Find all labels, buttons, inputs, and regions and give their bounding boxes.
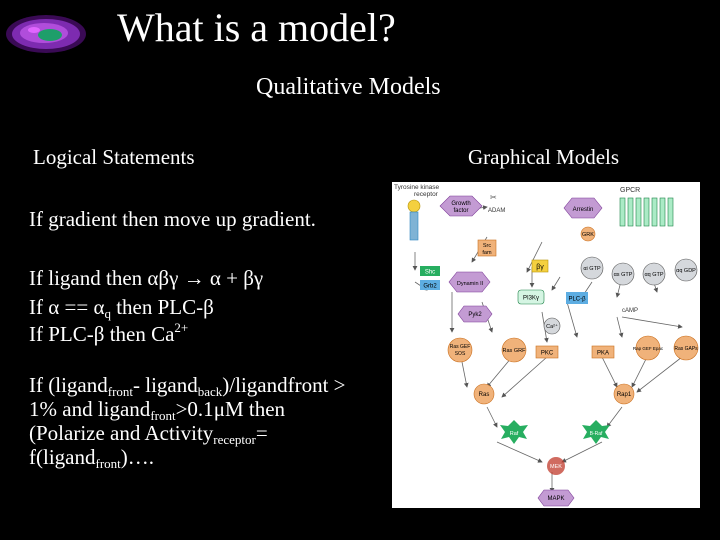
beta-gamma-node: [531, 259, 549, 273]
gpcr-icon: [619, 197, 674, 227]
graphical-models-header: Graphical Models: [468, 145, 620, 169]
mek-node: [547, 457, 565, 475]
ras-grf-node: [501, 337, 527, 363]
arrestin-label: Arrestin: [573, 207, 594, 213]
b-raf-label: B-Raf: [590, 431, 603, 437]
pka-node: [591, 345, 615, 359]
dynamin-node: [448, 271, 491, 293]
pkc-label: PKC: [541, 351, 554, 357]
receptor-tyrosine-kinase-icon: [407, 199, 421, 241]
scissors-icon: ✂: [490, 193, 497, 202]
src-node: [477, 239, 497, 257]
camp-label: cAMP: [622, 308, 638, 314]
pka-label: PKA: [597, 351, 609, 357]
statement-ligand: If ligand then αβγ → α + βγ: [29, 266, 264, 290]
cell-logo-image: [6, 15, 86, 53]
shc-node: [420, 266, 440, 276]
pyk2-node: [457, 305, 493, 323]
dynamin-label: Dynamin II: [457, 281, 484, 287]
raf-node: [500, 420, 528, 444]
mek-label: MEK: [550, 464, 562, 470]
alpha-q-node: [642, 262, 666, 286]
ras-grf-label: Ras GRF: [503, 348, 527, 354]
ras-label: Ras: [479, 392, 490, 398]
pkc-node: [535, 345, 559, 359]
alpha-i-node: [580, 256, 604, 280]
statement-plc: If PLC-β then Ca2+: [29, 320, 189, 346]
ras-gap-label: Ras GAPs: [674, 346, 698, 352]
pi3k-node: [517, 289, 545, 305]
rap1-node: [613, 383, 635, 405]
plc-beta-label: PLC-β: [568, 297, 586, 303]
growth-factor-label-1: Growth: [451, 201, 470, 207]
arrestin-node: [563, 197, 603, 219]
grk-label: GRK: [582, 232, 594, 238]
growth-factor-label-2: factor: [453, 208, 468, 214]
grb2-label: Grb2: [423, 284, 437, 290]
calcium-node: [543, 317, 561, 335]
statement-gradient: If gradient then move up gradient.: [29, 207, 316, 231]
alpha-gdp-node: [674, 258, 698, 282]
growth-factor-node: [439, 195, 483, 217]
calcium-label: Ca²⁺: [546, 323, 558, 330]
mapk-label: MAPK: [547, 496, 564, 502]
alpha-s-node: [611, 262, 635, 286]
src-label-2: fam: [482, 250, 492, 256]
rap-gef-label: Rap GEF Epac: [633, 346, 664, 351]
grb2-node: [420, 280, 440, 290]
gpcr-label: GPCR: [620, 187, 640, 194]
rap-gef-node: [635, 335, 661, 361]
alpha-i-label: αi GTP: [583, 266, 601, 272]
ras-gef-label: Ras GEF: [450, 344, 471, 350]
plc-beta-node: [566, 292, 588, 304]
statement-polarize: If (ligandfront- ligandback)/ligandfront…: [29, 373, 346, 471]
mapk-node: [537, 489, 575, 507]
alpha-q-label: αq GTP: [644, 272, 663, 278]
statement-alpha-q: If α == αq then PLC-β: [29, 295, 214, 321]
logical-statements-header: Logical Statements: [33, 145, 195, 169]
b-raf-node: [582, 420, 610, 444]
adam-label: ADAM: [488, 208, 505, 214]
src-label-1: Src: [483, 243, 492, 249]
ras-node: [473, 383, 495, 405]
sos-label: SOS: [455, 351, 466, 357]
pyk2-label: Pyk2: [468, 312, 482, 318]
shc-label: Shc: [425, 270, 435, 276]
rap1-label: Rap1: [617, 392, 632, 398]
ras-gap-node: [673, 335, 699, 361]
ras-gef-node: [447, 337, 473, 363]
grk-node: [580, 226, 596, 242]
rtk-label: Tyrosine kinase: [394, 184, 440, 191]
slide-subtitle: Qualitative Models: [256, 74, 441, 100]
receptor-label: receptor: [414, 191, 439, 198]
alpha-s-label: αs GTP: [614, 272, 633, 278]
slide-title: What is a model?: [117, 5, 396, 50]
pi3k-label: PI3Kγ: [523, 296, 539, 302]
beta-gamma-label: βγ: [536, 264, 544, 271]
alpha-gdp-label: αq GDP: [676, 268, 696, 274]
signaling-pathway-diagram: Tyrosine kinase receptor GPCR Growth fac…: [392, 182, 700, 508]
raf-label: Raf: [510, 431, 519, 437]
